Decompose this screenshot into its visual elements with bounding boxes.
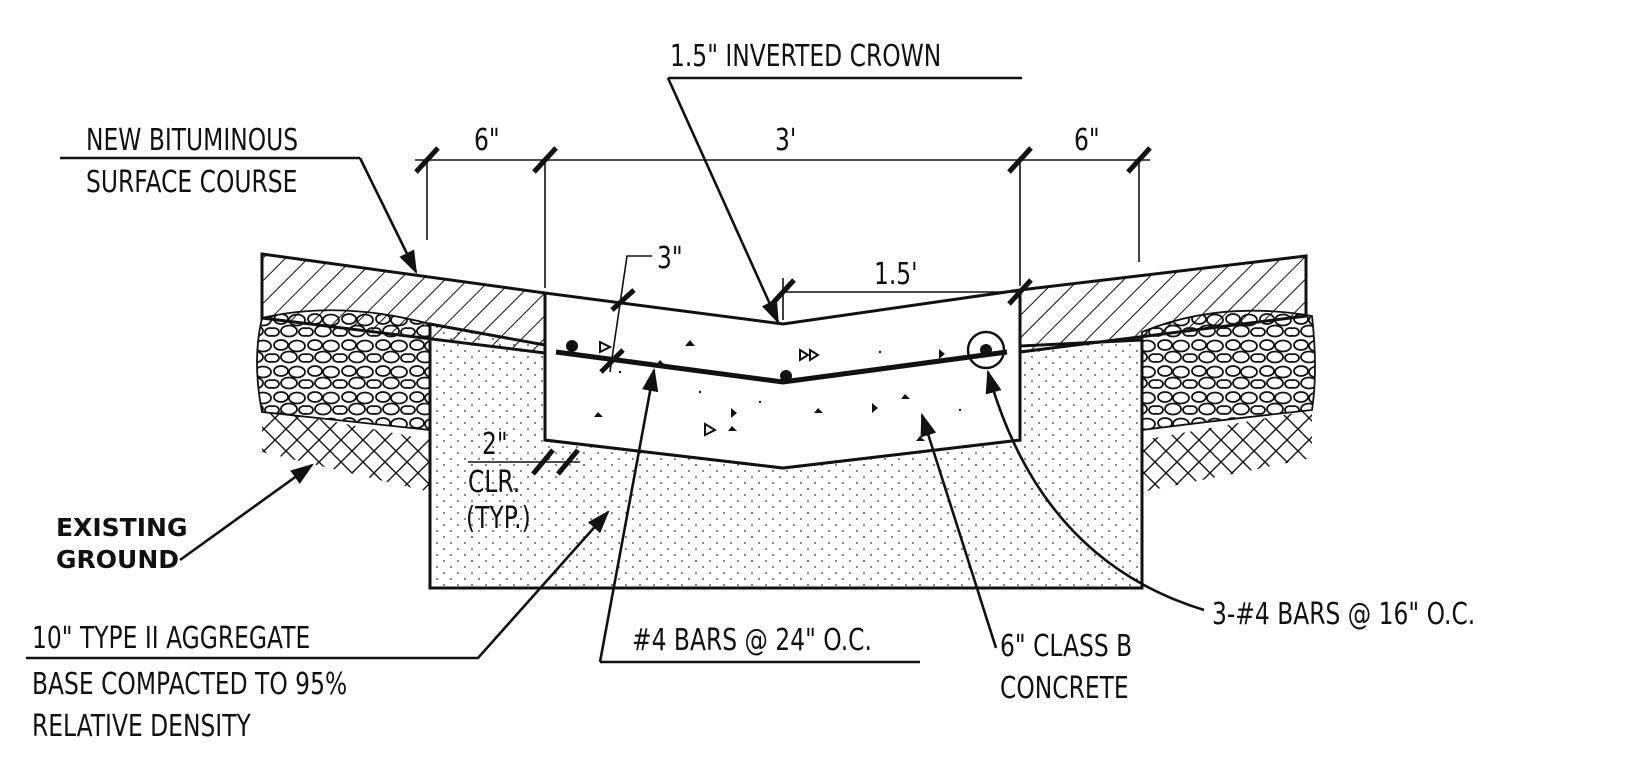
- rock-backfill: [256, 309, 1316, 432]
- label-clear-line2: (TYP.): [466, 501, 531, 536]
- label-transverse-bars: #4 BARS @ 24" O.C.: [632, 623, 872, 658]
- dimension-bar-cover: 3": [657, 241, 683, 276]
- label-clear-line1: CLR.: [468, 465, 520, 500]
- dimension-center: 3': [775, 123, 796, 158]
- annotations: 1.5" INVERTED CROWN NEW BITUMINOUS SURFA…: [32, 39, 1475, 744]
- bar-callout-circle: [966, 330, 1006, 370]
- label-inverted-crown: 1.5" INVERTED CROWN: [670, 39, 941, 74]
- longitudinal-bar-center: [780, 370, 792, 382]
- concrete-open-marks: [599, 340, 820, 437]
- dimension-left: 6": [474, 123, 500, 158]
- label-surface-line1: NEW BITUMINOUS: [86, 123, 298, 158]
- longitudinal-bar-left: [566, 340, 578, 352]
- label-concrete-line1: 6" CLASS B: [1000, 629, 1132, 664]
- leader-lines: [26, 76, 1205, 664]
- label-aggregate-line2: BASE COMPACTED TO 95%: [32, 667, 347, 702]
- transverse-bar: [555, 349, 1008, 385]
- dimension-right: 6": [1074, 123, 1100, 158]
- label-aggregate-line3: RELATIVE DENSITY: [32, 709, 251, 744]
- label-longitudinal-bars: 3-#4 BARS @ 16" O.C.: [1212, 597, 1475, 632]
- dimension-clear: 2": [482, 427, 508, 462]
- label-concrete-line2: CONCRETE: [1000, 671, 1129, 706]
- longitudinal-bar-right: [980, 344, 992, 356]
- dimension-half-width: 1.5': [874, 257, 918, 292]
- reinforcement: [555, 330, 1008, 385]
- label-ground-line2: GROUND: [56, 545, 179, 574]
- dimension-lines: [414, 146, 1152, 476]
- label-aggregate-line1: 10" TYPE II AGGREGATE: [32, 621, 310, 656]
- bituminous-surface: [260, 252, 1308, 355]
- concrete-aggregate-marks: [594, 340, 962, 441]
- label-surface-line2: SURFACE COURSE: [86, 165, 297, 200]
- label-ground-line1: EXISTING: [56, 513, 187, 542]
- existing-ground: [262, 408, 1312, 492]
